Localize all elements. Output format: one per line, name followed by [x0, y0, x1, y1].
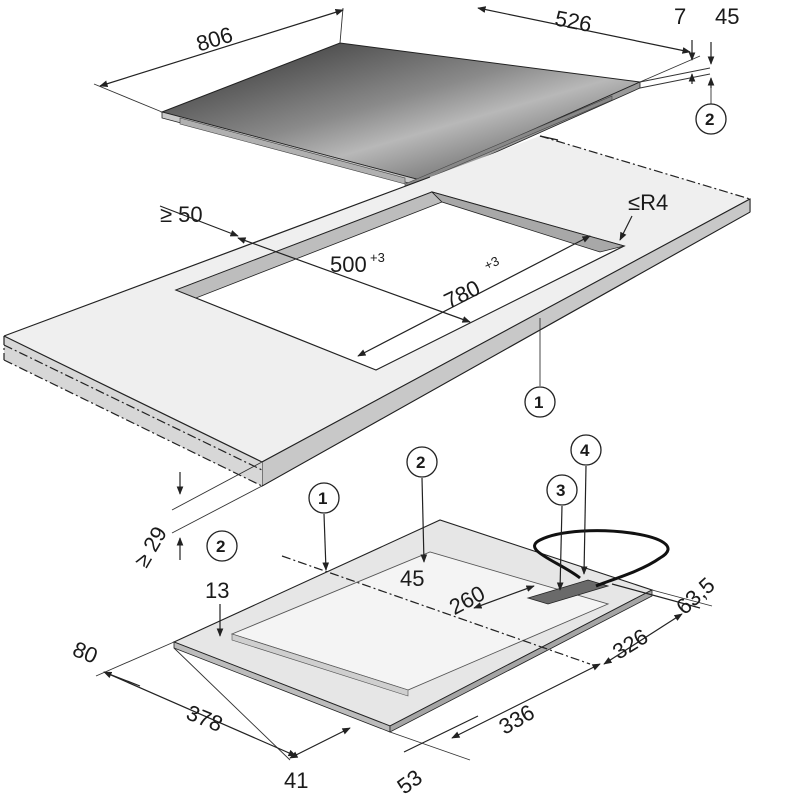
dim-526: 526: [553, 5, 594, 37]
dim-line-260: [473, 585, 535, 609]
dim-7: 7: [674, 4, 686, 29]
dim-line-336: [451, 663, 601, 739]
callout-2-left: 2: [216, 537, 225, 556]
callout-3: 3: [556, 481, 565, 500]
dim-line-326: [603, 613, 683, 665]
dim-63-5: 63,5: [671, 572, 720, 619]
mains-cable: [533, 529, 670, 588]
dim-45: 45: [715, 4, 739, 29]
callout-circle-4: [570, 434, 602, 466]
callout-circle-1-worktop: [524, 386, 556, 418]
dim-80: 80: [69, 636, 101, 668]
connection-box: [526, 579, 610, 605]
callout-1-worktop: 1: [534, 393, 543, 412]
callout-circle-2-center: [406, 446, 438, 478]
callout-circle-3: [546, 474, 578, 506]
dim-line-806: [99, 9, 344, 87]
worktop-side-face: [4, 336, 262, 486]
callout-2-center: 2: [416, 453, 425, 472]
dim-min-29: ≥ 29: [129, 522, 172, 571]
callout-2-top: 2: [705, 110, 714, 129]
callout-circle-2-left: [206, 530, 238, 562]
dim-500-tol: +3: [370, 250, 385, 265]
hob-dimensions: 806 526 7 45 2: [93, 4, 739, 135]
callout-circle-2-top: [695, 103, 727, 135]
dim-45-underside: 45: [400, 566, 424, 591]
dim-326: 326: [608, 624, 652, 665]
worktop: [3, 135, 751, 487]
dim-780-tol: +3: [482, 253, 502, 273]
dim-53: 53: [392, 765, 427, 800]
dim-line-53: [403, 715, 479, 753]
hob-underside: [172, 519, 670, 733]
callout-4: 4: [580, 441, 590, 460]
dim-line-63-5: [611, 583, 701, 609]
dim-500: 500: [330, 252, 367, 277]
dim-line-378: [103, 671, 297, 757]
dim-corner-radius: ≤R4: [628, 190, 668, 215]
dim-line-41: [289, 727, 351, 759]
dim-line-780: [357, 235, 591, 357]
dim-806: 806: [193, 22, 235, 57]
dim-line-526: [477, 6, 691, 54]
callout-1-underside: 1: [318, 489, 327, 508]
callout-circle-1-underside: [308, 482, 340, 514]
dim-378: 378: [183, 700, 226, 737]
dim-336: 336: [494, 699, 538, 739]
dim-41: 41: [284, 768, 308, 793]
underside-body-side: [231, 633, 409, 697]
dim-13: 13: [205, 578, 229, 603]
